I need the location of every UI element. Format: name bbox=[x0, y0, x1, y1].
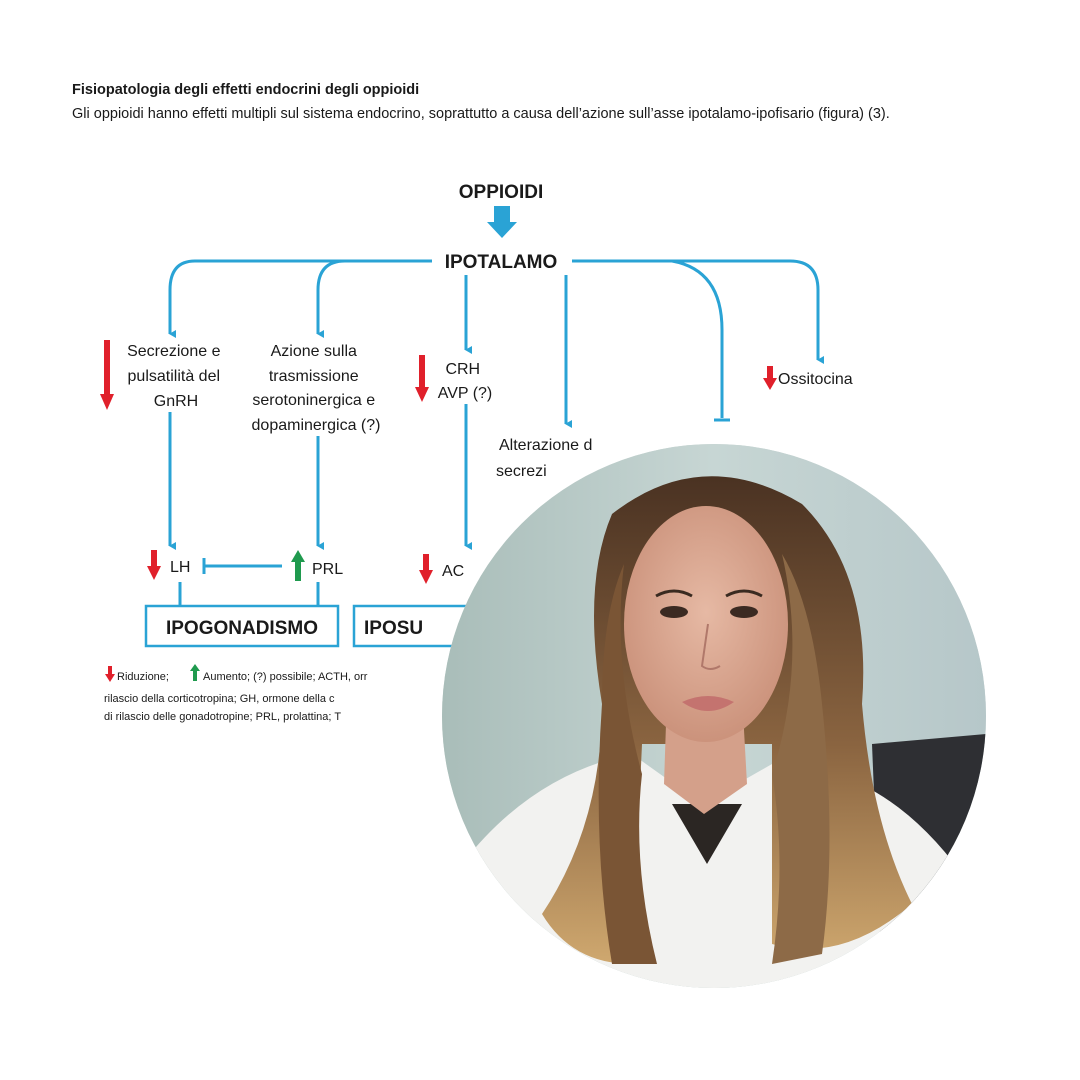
legend-up-arrow-icon bbox=[193, 670, 197, 681]
branch-ossitocina: Ossitocina bbox=[778, 371, 853, 388]
branch-alter: Alterazione d secrezi bbox=[496, 437, 597, 480]
branch-gnrh: Secrezione e pulsatilità del GnRH bbox=[127, 343, 225, 410]
up-arrow-icon-prl bbox=[295, 561, 301, 581]
box-ipogonadismo: IPOGONADISMO bbox=[166, 618, 318, 639]
box-ipogonadismo-frame bbox=[144, 604, 340, 648]
down-arrow-head-ac bbox=[419, 570, 433, 584]
node-ac: AC bbox=[442, 563, 464, 580]
legend-rest: Aumento; (?) possibile; ACTH, orr bbox=[203, 671, 368, 683]
connector-inhibit bbox=[671, 259, 724, 418]
diagram-connectors bbox=[168, 259, 824, 606]
connector-left-trunk bbox=[168, 259, 432, 338]
down-arrow-head-ossitocina bbox=[763, 378, 777, 390]
up-arrow-head-prl bbox=[291, 550, 305, 562]
down-arrow-icon-crh bbox=[419, 355, 425, 389]
portrait-photo bbox=[442, 444, 986, 988]
node-prl: PRL bbox=[312, 561, 343, 578]
big-down-arrow-icon bbox=[487, 206, 517, 238]
legend-down-arrow-icon bbox=[108, 666, 112, 675]
node-ipotalamo: IPOTALAMO bbox=[445, 252, 558, 273]
down-arrow-head-lh bbox=[147, 566, 161, 580]
node-oppioidi: OPPIOIDI bbox=[459, 182, 543, 203]
document-paragraph: Gli oppioidi hanno effetti multipli sul … bbox=[72, 106, 890, 122]
legend-line2: rilascio della corticotropina; GH, ormon… bbox=[104, 693, 335, 705]
legend-up-arrow-head bbox=[190, 664, 200, 671]
connector-sero bbox=[316, 259, 346, 338]
person-portrait-icon bbox=[442, 444, 986, 988]
down-arrow-icon-ac bbox=[423, 554, 429, 572]
down-arrow-icon-gnrh bbox=[104, 340, 110, 396]
connector-right-trunk bbox=[572, 259, 824, 364]
legend-reduction: Riduzione; bbox=[117, 671, 169, 683]
branch-crh: CRH AVP (?) bbox=[438, 361, 493, 402]
down-arrow-head-crh bbox=[415, 387, 429, 402]
document-title: Fisiopatologia degli effetti endocrini d… bbox=[72, 82, 420, 98]
node-lh: LH bbox=[170, 559, 190, 576]
branch-sero: Azione sulla trasmissione serotoninergic… bbox=[252, 343, 381, 434]
box-iposu: IPOSU bbox=[364, 618, 423, 639]
legend-line3: di rilascio delle gonadotropine; PRL, pr… bbox=[104, 711, 341, 723]
down-arrow-head-gnrh bbox=[100, 394, 114, 410]
down-arrow-icon-lh bbox=[151, 550, 157, 568]
legend-down-arrow-head bbox=[105, 674, 115, 682]
down-arrow-icon-ossitocina bbox=[767, 366, 773, 380]
